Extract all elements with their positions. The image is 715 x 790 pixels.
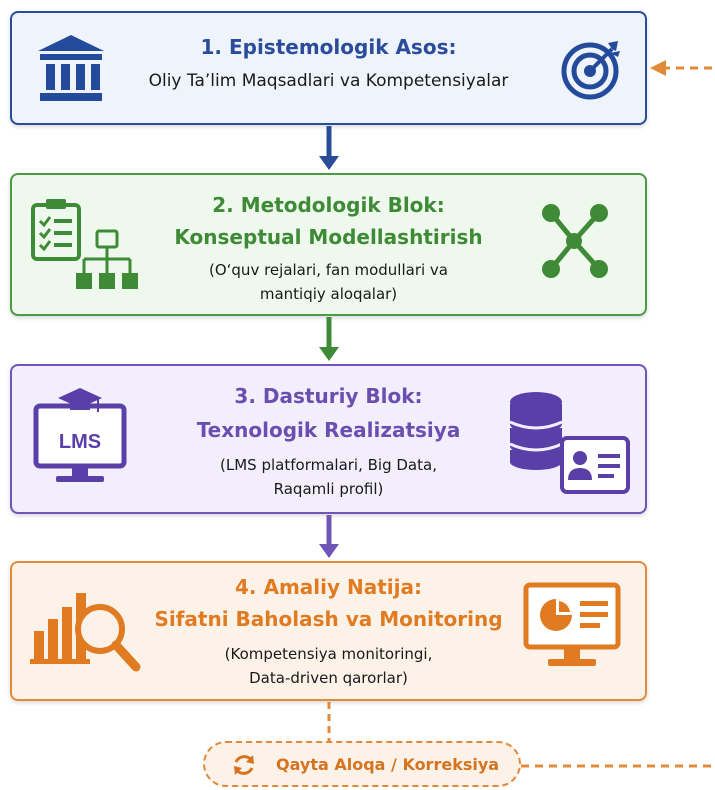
feedback-arrowhead xyxy=(650,60,666,76)
chart-magnifier-icon xyxy=(30,589,142,675)
lms-monitor-icon: LMS xyxy=(32,384,128,488)
block-note-line-1: (LMS platformalari, Big Data, xyxy=(220,456,437,474)
refresh-icon xyxy=(231,752,257,778)
block-subtitle: Oliy Ta’lim Maqsadlari va Kompetensiyala… xyxy=(148,71,509,91)
profile-card-icon xyxy=(560,436,630,494)
block-note-line-2: Raqamli profil) xyxy=(273,480,384,498)
block-note-line-2: mantiqiy aloqalar) xyxy=(259,285,398,303)
hierarchy-icon xyxy=(74,229,140,299)
lms-label: LMS xyxy=(59,431,101,453)
feedback-loop-pill: Qayta Aloqa / Korreksiya xyxy=(203,741,521,787)
block-dasturiy-blok: LMS 3. Dasturiy Blok: Texnologik Realiza… xyxy=(10,364,647,514)
block-note-line-2: Data-driven qarorlar) xyxy=(249,669,408,687)
block-title: 1. Epistemologik Asos: xyxy=(200,35,457,59)
block-note-line-1: (Kompetensiya monitoringi, xyxy=(224,645,433,663)
block-title: 4. Amaliy Natija: xyxy=(234,575,422,599)
dashboard-monitor-icon xyxy=(522,581,622,673)
block-subtitle: Texnologik Realizatsiya xyxy=(196,418,461,442)
block-epistemologik-asos: 1. Epistemologik Asos: Oliy Ta’lim Maqsa… xyxy=(10,11,647,125)
arrowhead-2-3 xyxy=(319,347,339,361)
clipboard-checklist-icon xyxy=(30,197,84,261)
target-icon xyxy=(560,37,624,101)
building-icon xyxy=(34,31,108,105)
arrowhead-3-4 xyxy=(319,544,339,558)
arrowhead-1-2 xyxy=(319,156,339,170)
block-amaliy-natija: 4. Amaliy Natija: Sifatni Baholash va Mo… xyxy=(10,561,647,701)
block-note-line-1: (O‘quv rejalari, fan modullari va xyxy=(208,261,449,279)
database-icon xyxy=(506,390,566,470)
block-title: 2. Metodologik Blok: xyxy=(212,193,445,217)
block-title: 3. Dasturiy Blok: xyxy=(234,384,423,408)
block-subtitle: Sifatni Baholash va Monitoring xyxy=(154,607,503,631)
block-metodologik-blok: 2. Metodologik Blok: Konseptual Modellas… xyxy=(10,173,647,316)
network-icon xyxy=(537,201,611,281)
block-subtitle: Konseptual Modellashtirish xyxy=(174,225,483,249)
feedback-label: Qayta Aloqa / Korreksiya xyxy=(276,755,500,774)
